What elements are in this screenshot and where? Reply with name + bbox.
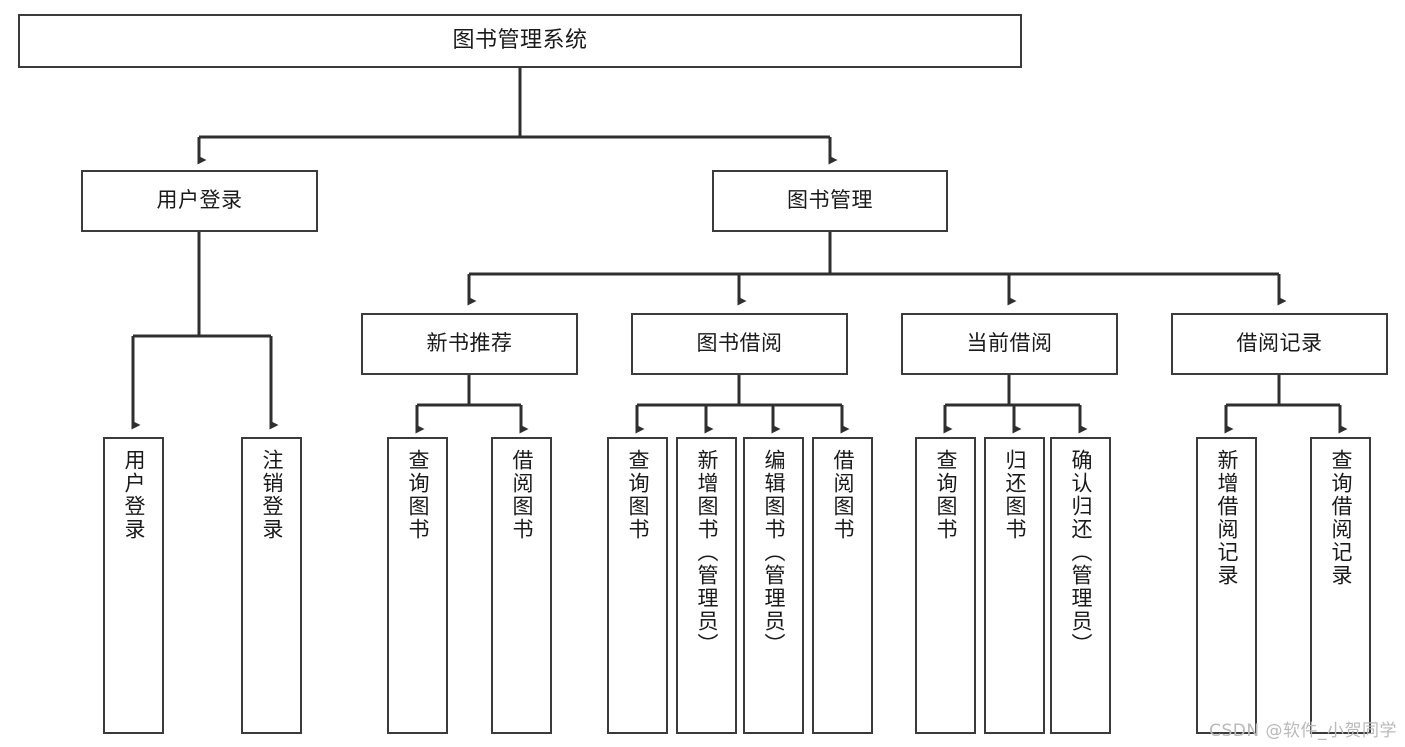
- leaf-add-record[interactable]: 新增借阅记录: [1196, 437, 1257, 734]
- node-label: 新增图书（管理员）: [695, 449, 719, 656]
- node-book-management[interactable]: 图书管理: [712, 170, 948, 232]
- leaf-add-book[interactable]: 新增图书（管理员）: [676, 437, 737, 734]
- node-current-borrow[interactable]: 当前借阅: [901, 313, 1118, 375]
- node-root-book-management-system[interactable]: 图书管理系统: [18, 14, 1022, 68]
- node-book-borrow[interactable]: 图书借阅: [631, 313, 848, 375]
- node-label: 确认归还（管理员）: [1069, 449, 1093, 656]
- node-label: 用户登录: [156, 188, 243, 213]
- leaf-borrow-book-2[interactable]: 借阅图书: [812, 437, 873, 734]
- leaf-query-record[interactable]: 查询借阅记录: [1310, 437, 1371, 734]
- node-label: 查询图书: [406, 449, 430, 541]
- watermark-text: CSDN @软件_小贺同学: [1209, 721, 1397, 741]
- node-label: 图书管理: [787, 188, 873, 213]
- leaf-query-book-2[interactable]: 查询图书: [607, 437, 668, 734]
- leaf-logout-login[interactable]: 注销登录: [241, 437, 302, 734]
- node-label: 图书管理系统: [452, 27, 588, 53]
- leaf-user-login[interactable]: 用户登录: [103, 437, 164, 734]
- node-label: 用户登录: [122, 449, 146, 541]
- node-new-book-recommend[interactable]: 新书推荐: [361, 313, 578, 375]
- node-label: 借阅图书: [831, 449, 855, 541]
- node-label: 查询图书: [934, 449, 958, 541]
- leaf-borrow-book-1[interactable]: 借阅图书: [491, 437, 552, 734]
- node-label: 图书借阅: [696, 331, 783, 356]
- leaf-edit-book[interactable]: 编辑图书（管理员）: [743, 437, 804, 734]
- leaf-query-book-1[interactable]: 查询图书: [387, 437, 448, 734]
- leaf-query-book-3[interactable]: 查询图书: [915, 437, 976, 734]
- node-label: 注销登录: [260, 449, 284, 541]
- node-label: 借阅图书: [510, 449, 534, 541]
- node-label: 查询图书: [626, 449, 650, 541]
- node-label: 新书推荐: [426, 331, 513, 356]
- node-label: 编辑图书（管理员）: [762, 449, 786, 656]
- node-label: 借阅记录: [1236, 331, 1323, 356]
- node-label: 新增借阅记录: [1215, 449, 1239, 587]
- node-label: 当前借阅: [966, 331, 1053, 356]
- node-user-login[interactable]: 用户登录: [81, 170, 318, 232]
- leaf-return-book[interactable]: 归还图书: [984, 437, 1045, 734]
- node-borrow-record[interactable]: 借阅记录: [1171, 313, 1388, 375]
- node-label: 归还图书: [1003, 449, 1027, 541]
- leaf-confirm-return[interactable]: 确认归还（管理员）: [1050, 437, 1111, 734]
- node-label: 查询借阅记录: [1329, 449, 1353, 587]
